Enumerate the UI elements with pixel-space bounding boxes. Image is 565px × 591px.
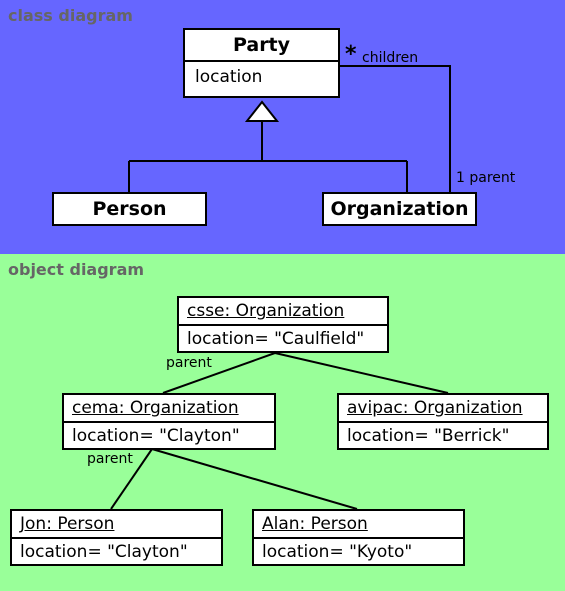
class-diagram-panel: class diagram Party location Person Orga… (0, 0, 565, 254)
object-attribute: location= "Caulfield" (187, 329, 365, 349)
party-class-name: Party (185, 30, 338, 62)
organization-class: Organization (322, 192, 477, 226)
object-name: csse: Organization (179, 298, 387, 326)
object-avipac: avipac: Organization location= "Berrick" (337, 393, 549, 450)
object-csse: csse: Organization location= "Caulfield" (177, 296, 389, 353)
object-attribute: location= "Berrick" (347, 426, 510, 446)
parent-children-association (340, 65, 451, 192)
party-class-attribute: location (195, 67, 263, 87)
object-name: avipac: Organization (339, 395, 547, 423)
link-csse-cema (162, 352, 276, 394)
link-label-parent: parent (87, 451, 133, 467)
object-name: cema: Organization (64, 395, 274, 423)
multiplicity-many: * (345, 42, 357, 67)
person-class: Person (52, 192, 207, 226)
class-diagram-title: class diagram (8, 6, 133, 25)
generalization-arrowhead (244, 100, 280, 122)
object-name: Alan: Person (254, 511, 463, 539)
link-label-parent: parent (166, 355, 212, 371)
object-attribute: location= "Clayton" (72, 426, 240, 446)
object-cema: cema: Organization location= "Clayton" (62, 393, 276, 450)
link-cema-alan (151, 448, 358, 510)
object-diagram-panel: object diagram csse: Organization locati… (0, 254, 565, 591)
role-parent: 1 parent (456, 170, 516, 186)
link-cema-jon (110, 448, 153, 510)
party-class: Party location (183, 28, 340, 98)
object-attribute: location= "Clayton" (20, 542, 188, 562)
class-diagram-connectors (128, 65, 451, 192)
object-diagram-links (110, 352, 449, 510)
object-name: Jon: Person (12, 511, 221, 539)
role-children: children (362, 50, 419, 66)
object-jon: Jon: Person location= "Clayton" (10, 509, 223, 566)
object-diagram-title: object diagram (8, 260, 145, 279)
object-attribute: location= "Kyoto" (262, 542, 413, 562)
object-alan: Alan: Person location= "Kyoto" (252, 509, 465, 566)
link-csse-avipac (274, 352, 449, 394)
